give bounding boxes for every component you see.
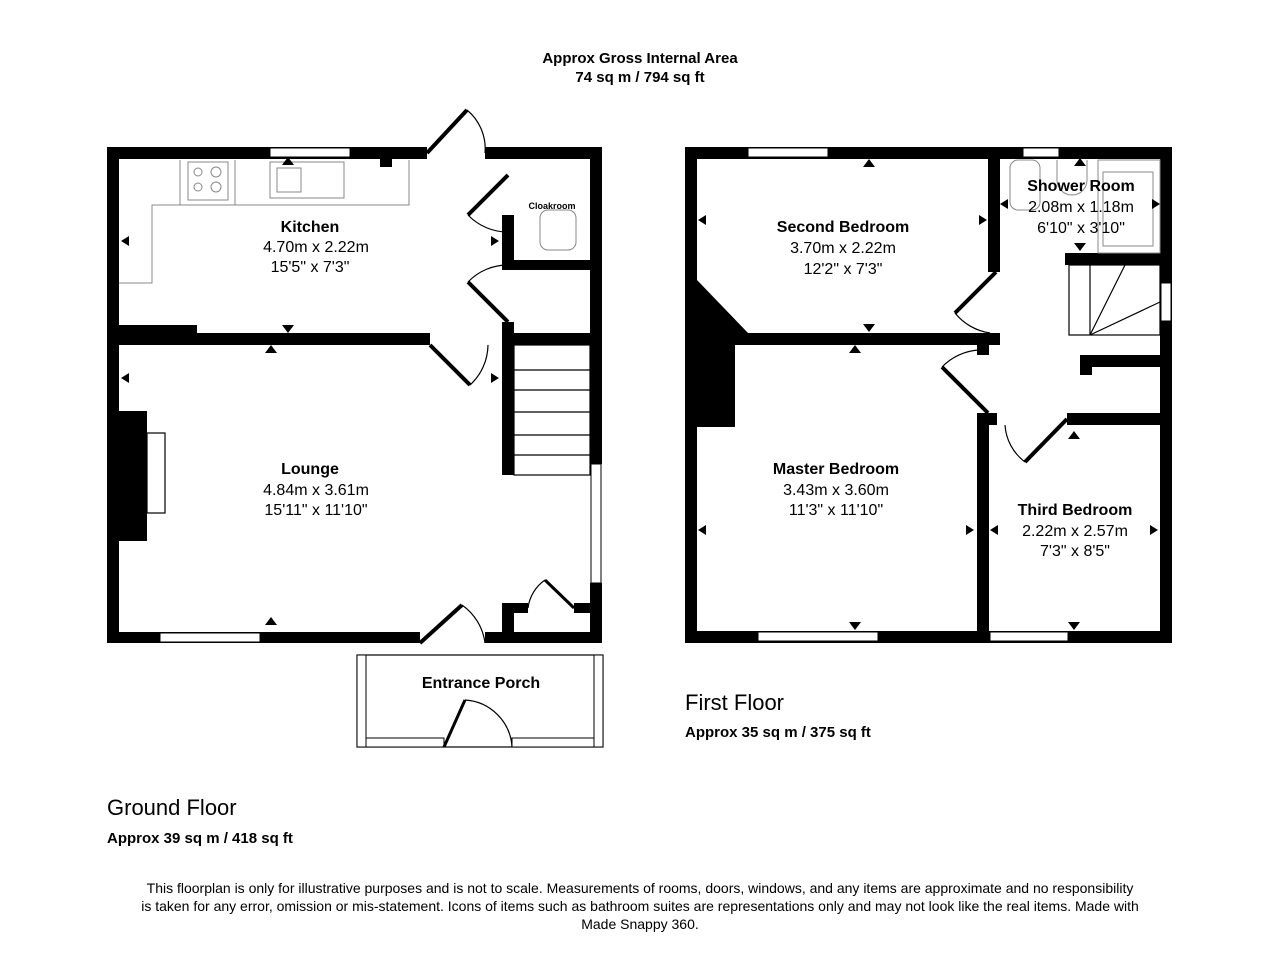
room-name-cloakroom: Cloakroom <box>528 201 575 211</box>
room-metric-lounge: 4.84m x 3.61m <box>263 482 369 499</box>
room-metric-third-bedroom: 2.22m x 2.57m <box>1022 523 1128 540</box>
room-metric-kitchen: 4.70m x 2.22m <box>263 239 369 256</box>
disclaimer: This floorplan is only for illustrative … <box>141 880 1139 932</box>
area-total: 74 sq m / 794 sq ft <box>575 69 704 86</box>
room-imperial-second-bedroom: 12'2" x 7'3" <box>804 261 883 278</box>
first-floor-label: First Floor <box>685 690 784 715</box>
first-floor-plan <box>685 147 1172 643</box>
room-name-lounge: Lounge <box>281 461 339 478</box>
ground-floor-plan <box>107 108 604 748</box>
first-floor-area: Approx 35 sq m / 375 sq ft <box>685 724 871 741</box>
ground-floor-area: Approx 39 sq m / 418 sq ft <box>107 830 293 847</box>
room-metric-master-bedroom: 3.43m x 3.60m <box>783 482 889 499</box>
area-title: Approx Gross Internal Area <box>542 50 738 67</box>
room-metric-shower-room: 2.08m x 1.18m <box>1028 199 1134 216</box>
room-imperial-shower-room: 6'10" x 3'10" <box>1037 220 1125 237</box>
room-name-second-bedroom: Second Bedroom <box>777 219 909 236</box>
room-name-third-bedroom: Third Bedroom <box>1018 502 1133 519</box>
room-metric-second-bedroom: 3.70m x 2.22m <box>790 240 896 257</box>
ground-floor-label: Ground Floor <box>107 795 237 820</box>
room-name-shower-room: Shower Room <box>1027 178 1135 195</box>
room-name-kitchen: Kitchen <box>281 219 340 236</box>
room-imperial-master-bedroom: 11'3" x 11'10" <box>789 502 883 519</box>
room-imperial-kitchen: 15'5" x 7'3" <box>271 259 350 276</box>
room-name-master-bedroom: Master Bedroom <box>773 461 899 478</box>
room-imperial-third-bedroom: 7'3" x 8'5" <box>1040 543 1110 560</box>
room-name-entrance-porch: Entrance Porch <box>422 675 540 692</box>
room-imperial-lounge: 15'11" x 11'10" <box>264 502 367 519</box>
